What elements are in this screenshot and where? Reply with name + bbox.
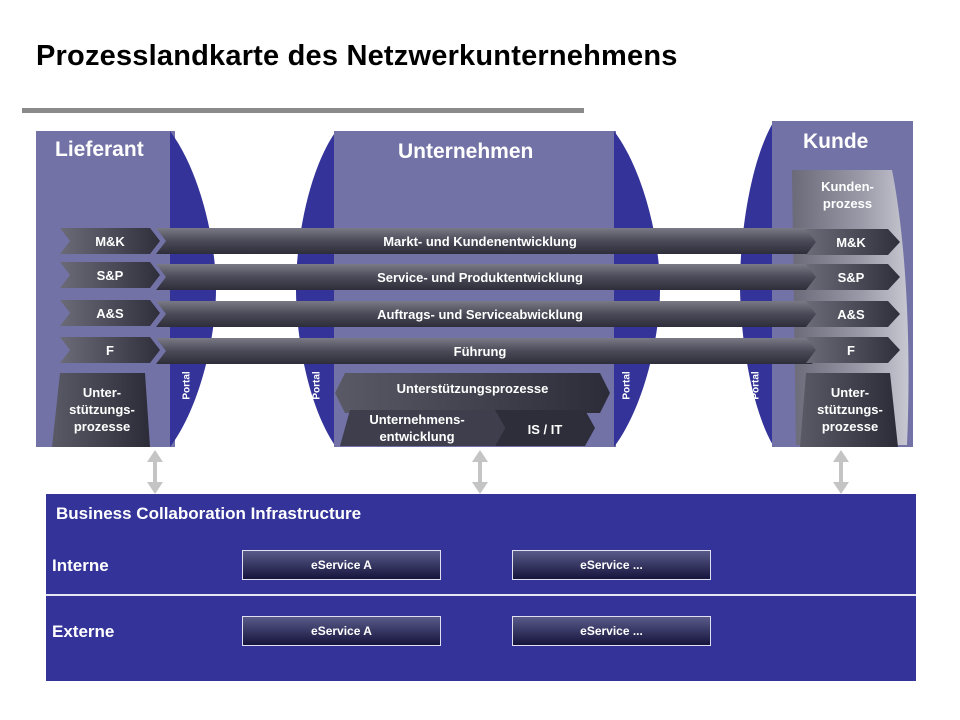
lieferant-support-line2: stützungs- [69, 402, 135, 417]
unternehmensentwicklung-line1: Unternehmens- [369, 412, 465, 427]
bar-service [156, 264, 822, 290]
bar-markt-label: Markt- und Kundenentwicklung [383, 233, 577, 249]
kunde-support-line1: Unter- [830, 385, 870, 400]
bci-row-interne-label: Interne [52, 556, 109, 575]
bar-auftrag-label: Auftrags- und Serviceabwicklung [377, 306, 583, 322]
lieferant-chevron-as-label: A&S [96, 305, 124, 321]
lieferant-support-label: Unter- stützungs- prozesse [56, 384, 148, 435]
kunde-support-line3: prozesse [821, 419, 879, 434]
kunde-chevron-as-label: A&S [837, 306, 865, 322]
kunde-chevron-sp-label: S&P [837, 269, 865, 285]
title-underline [22, 108, 584, 113]
lieferant-support-box [52, 373, 150, 447]
unterstuetzung-label: Unterstützungsprozesse [396, 380, 549, 396]
bar-markt [156, 228, 822, 254]
lieferant-chevron-f [60, 337, 160, 363]
bci-row-externe-label: Externe [52, 622, 115, 641]
kundenprozess-line2: prozess [822, 196, 873, 211]
isit-label: IS / IT [527, 421, 563, 437]
bar-fuehrung [156, 338, 822, 364]
kunde-chevron-f [806, 337, 900, 363]
kunde-chevron-mk [806, 229, 900, 255]
bar-service-label: Service- und Produktentwicklung [377, 269, 583, 285]
unternehmen-header: Unternehmen [398, 140, 534, 163]
eservice-externe-more[interactable]: eService ... [512, 616, 711, 646]
bar-auftrag [156, 301, 822, 327]
unternehmensentwicklung-line2: entwicklung [379, 429, 455, 444]
lieferant-chevron-sp-label: S&P [96, 267, 124, 283]
kunde-support-label: Unter- stützungs- prozesse [804, 384, 896, 435]
unternehmensentwicklung-label: Unternehmens- entwicklung [352, 411, 482, 445]
eservice-interne-a[interactable]: eService A [242, 550, 441, 580]
kunde-chevron-f-label: F [847, 342, 855, 358]
kunde-support-box [800, 373, 898, 447]
lieferant-chevron-mk [60, 228, 160, 254]
kunde-chevron-mk-label: M&K [836, 234, 866, 250]
kundenprozess-label: Kunden- prozess [800, 178, 895, 212]
kunde-chevron-sp [806, 264, 900, 290]
lieferant-header: Lieferant [55, 138, 144, 161]
bci-title: Business Collaboration Infrastructure [56, 504, 362, 523]
lieferant-chevron-sp [60, 262, 160, 288]
eservice-interne-more[interactable]: eService ... [512, 550, 711, 580]
page-title: Prozesslandkarte des Netzwerkunternehmen… [36, 40, 678, 72]
connector-left [147, 450, 163, 494]
lieferant-chevron-as [60, 300, 160, 326]
unternehmensentwicklung-box [340, 410, 505, 446]
isit-box [495, 410, 595, 446]
bci-divider [46, 594, 916, 596]
connector-right [833, 450, 849, 494]
kunde-header: Kunde [803, 130, 869, 153]
connector-middle [472, 450, 488, 494]
lieferant-support-line1: Unter- [82, 385, 122, 400]
lieferant-support-line3: prozesse [73, 419, 131, 434]
lieferant-chevron-mk-label: M&K [95, 233, 125, 249]
bci-panel [46, 494, 916, 681]
bar-fuehrung-label: Führung [453, 343, 507, 359]
kunde-support-line2: stützungs- [817, 402, 883, 417]
eservice-externe-a[interactable]: eService A [242, 616, 441, 646]
lieferant-chevron-f-label: F [106, 342, 114, 358]
kundenprozess-line1: Kunden- [821, 179, 874, 194]
unterstuetzung-arrow [335, 373, 610, 413]
kunde-chevron-as [806, 301, 900, 327]
